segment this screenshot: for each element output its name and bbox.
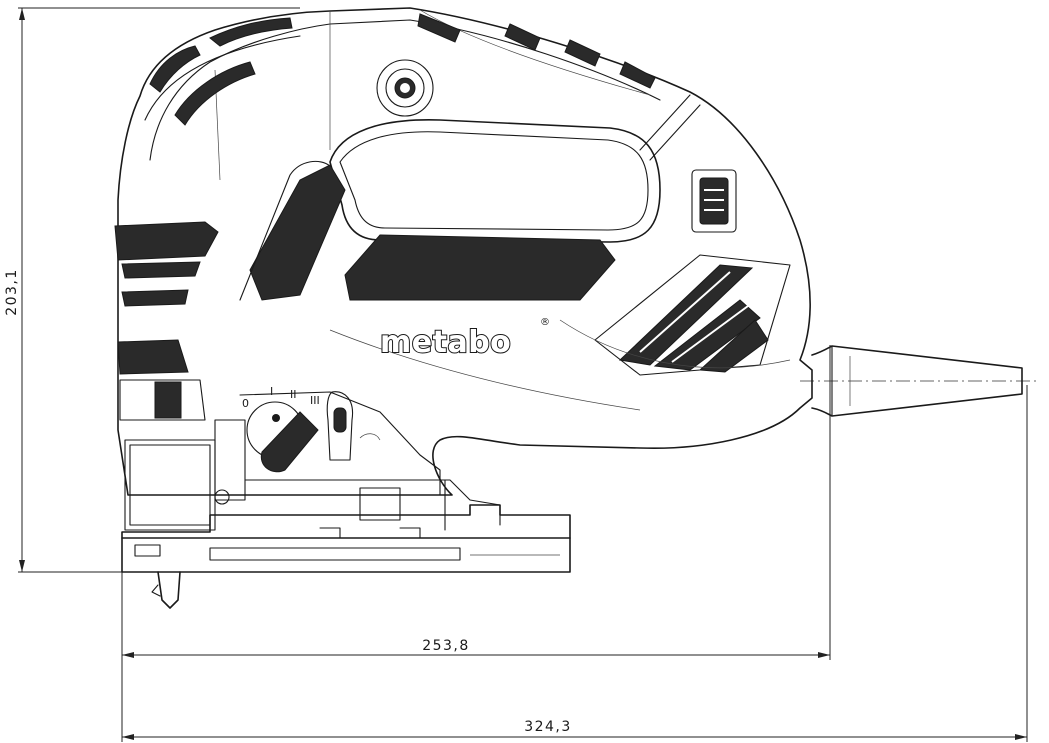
height-dimension-label: 203,1 [4,268,20,316]
saw-blade [151,571,181,609]
brand-logo: metabo [380,325,511,360]
ventilation-slots [594,254,791,376]
position-3: III [310,394,320,407]
position-0: 0 [242,397,249,410]
position-2: II [290,388,297,401]
dimension-base-length: 253,8 [121,345,831,742]
dimension-overall-length: 324,3 [122,385,1028,742]
tool-body: metabo ® [114,7,813,496]
dimension-height: 203,1 [4,7,300,573]
pendulum-selector: 0 I II III [239,385,441,496]
overall-length-dimension-label: 324,3 [524,719,572,735]
base-length-dimension-label: 253,8 [422,638,470,654]
power-cable [811,345,1023,417]
position-1: I [270,385,273,398]
base-plate [121,504,571,573]
registered-mark: ® [540,317,550,328]
